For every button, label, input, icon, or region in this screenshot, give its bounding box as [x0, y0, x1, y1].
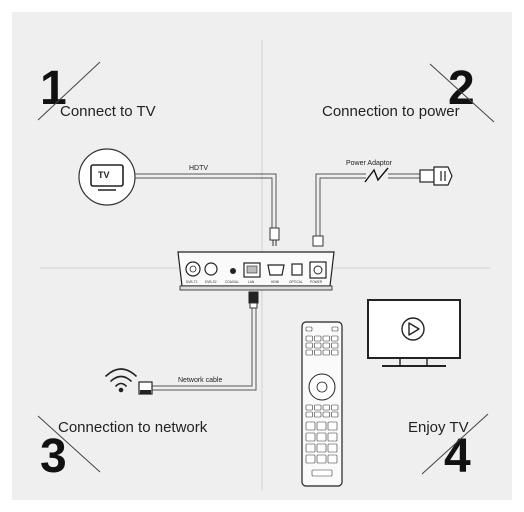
step-4-number: 4 — [444, 430, 471, 483]
wifi-icon — [105, 368, 137, 393]
remote-number-button — [316, 454, 327, 464]
port-dvb-t2 — [185, 261, 201, 277]
remote-number-button — [327, 432, 338, 442]
remote-top-button — [314, 335, 322, 342]
remote-number-button — [327, 421, 338, 431]
port-label-optical: OPTICAL — [289, 280, 303, 284]
port-label-coaxial: COAXIAL — [225, 280, 239, 284]
port-label-dvb-s2: DVB-S2 — [205, 280, 217, 284]
remote-top-button — [314, 342, 322, 349]
network-cable — [138, 291, 259, 395]
step-1-marker: 1 — [37, 61, 101, 121]
port-dvb-s2 — [204, 262, 218, 276]
port-label-hdmi: HDMI — [271, 280, 280, 284]
remote-mid-button — [305, 404, 313, 411]
hdtv-cable — [135, 173, 280, 246]
remote-number-button — [305, 432, 316, 442]
step-4-marker: 4 — [421, 413, 489, 483]
remote-mid-button — [331, 411, 339, 418]
power-cable — [312, 167, 420, 247]
step-3-marker: 3 — [37, 415, 101, 483]
remote-top-button — [305, 342, 313, 349]
remote-control — [301, 321, 343, 487]
remote-top-button — [331, 349, 339, 356]
remote-mid-button — [305, 411, 313, 418]
step-3-label: Connection to network — [58, 419, 208, 436]
step-3-number: 3 — [40, 430, 67, 483]
power-adaptor-label: Power Adaptor — [346, 160, 392, 167]
port-optical — [291, 263, 303, 276]
remote-mid-button — [331, 404, 339, 411]
remote-top-button — [322, 335, 330, 342]
tv-icon — [78, 148, 136, 206]
remote-mid-button — [314, 404, 322, 411]
tv-play-icon — [367, 299, 461, 367]
step-4-label: Enjoy TV — [408, 419, 469, 436]
port-label-power: POWER — [310, 280, 323, 284]
step-2-number: 2 — [448, 62, 475, 115]
remote-number-button — [316, 443, 327, 453]
port-label-dvb-t2: DVB-T2 — [186, 280, 198, 284]
step-1-label: Connect to TV — [60, 103, 156, 120]
power-plug-icon — [419, 166, 453, 186]
port-hdmi — [267, 264, 285, 276]
remote-top-button — [331, 335, 339, 342]
remote-top-button — [322, 349, 330, 356]
remote-top-button — [322, 342, 330, 349]
step-2-marker: 2 — [429, 62, 495, 123]
remote-number-button — [305, 454, 316, 464]
set-top-box — [177, 251, 335, 291]
remote-number-button — [316, 421, 327, 431]
step-2-label: Connection to power — [322, 103, 460, 120]
remote-number-button — [327, 443, 338, 453]
remote-number-button — [305, 443, 316, 453]
network-cable-label: Network cable — [178, 377, 223, 384]
remote-mid-button — [322, 404, 330, 411]
remote-number-button — [305, 421, 316, 431]
remote-top-button — [305, 335, 313, 342]
port-power — [309, 261, 327, 279]
tv-icon-label: TV — [98, 170, 110, 180]
hdtv-cable-label: HDTV — [189, 165, 209, 172]
remote-top-button — [314, 349, 322, 356]
remote-number-button — [327, 454, 338, 464]
port-coaxial — [230, 268, 236, 274]
remote-mid-button — [322, 411, 330, 418]
port-label-lan: LAN — [248, 280, 255, 284]
remote-mid-button — [314, 411, 322, 418]
remote-top-button — [331, 342, 339, 349]
remote-number-button — [316, 432, 327, 442]
remote-top-button — [305, 349, 313, 356]
